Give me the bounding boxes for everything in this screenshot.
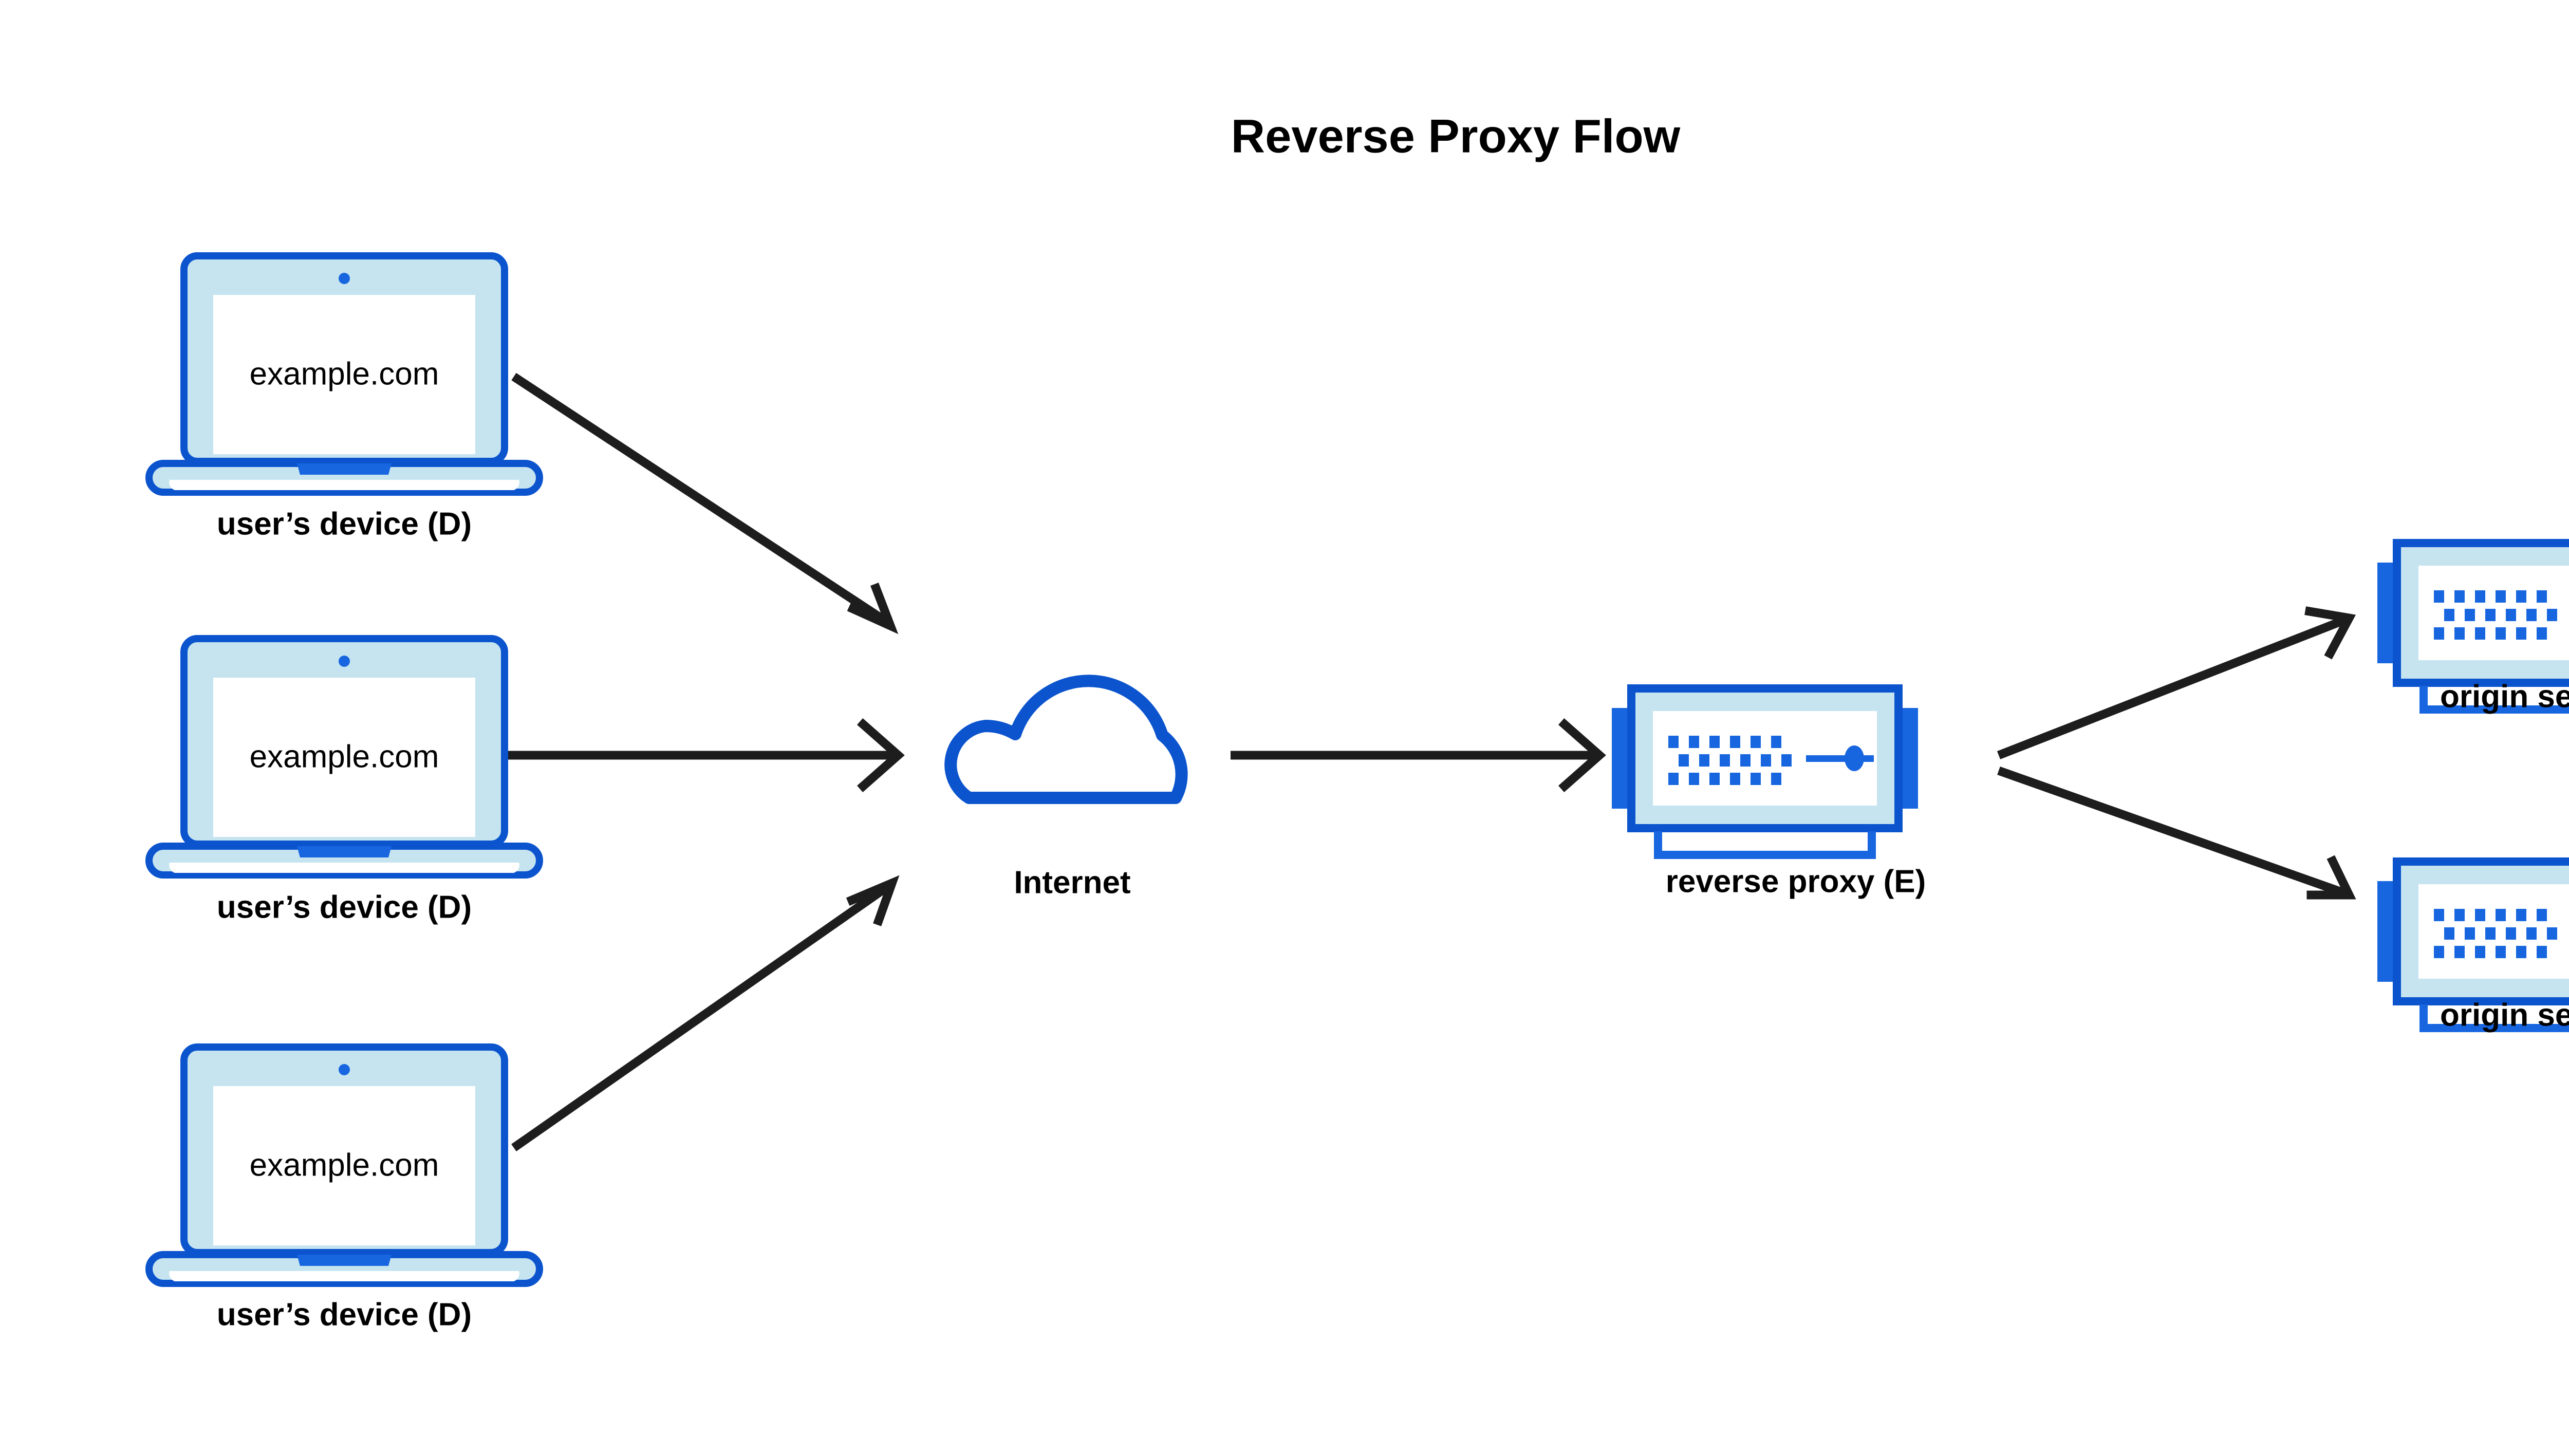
node-origin-bottom[interactable]: origin server (F)	[2377, 862, 2569, 1033]
device-label: user’s device (D)	[217, 889, 472, 925]
cloud-icon	[951, 681, 1181, 798]
edge-device-top-to-internet	[511, 372, 899, 634]
device-screen-text: example.com	[250, 739, 439, 774]
internet-label: Internet	[1014, 865, 1130, 900]
node-internet[interactable]: Internet	[951, 681, 1181, 900]
edge-proxy-to-origin-bottom	[1997, 766, 2356, 900]
edge-device-middle-to-internet	[504, 718, 905, 792]
device-screen-text: example.com	[250, 1147, 439, 1183]
edges-layer	[504, 372, 2356, 1151]
node-device-top[interactable]: example.com user’s device (D)	[149, 256, 539, 542]
origin-server-label: origin server (F)	[2440, 679, 2569, 714]
page-title: Reverse Proxy Flow	[1231, 110, 1681, 162]
node-origin-top[interactable]: origin server (F)	[2377, 543, 2569, 714]
device-screen-text: example.com	[250, 356, 439, 391]
device-label: user’s device (D)	[217, 506, 472, 542]
reverse-proxy-label: reverse proxy (E)	[1666, 864, 1926, 899]
node-reverse-proxy[interactable]: reverse proxy (E)	[1612, 688, 1926, 899]
node-device-bottom[interactable]: example.com user’s device (D)	[149, 1047, 539, 1332]
edge-internet-to-proxy	[1231, 718, 1606, 792]
edge-device-bottom-to-internet	[511, 875, 900, 1151]
origin-server-label: origin server (F)	[2440, 997, 2569, 1033]
node-device-middle[interactable]: example.com user’s device (D)	[149, 639, 539, 925]
server-icon	[1612, 688, 1918, 855]
device-label: user’s device (D)	[217, 1297, 472, 1332]
edge-proxy-to-origin-top	[1997, 606, 2356, 759]
